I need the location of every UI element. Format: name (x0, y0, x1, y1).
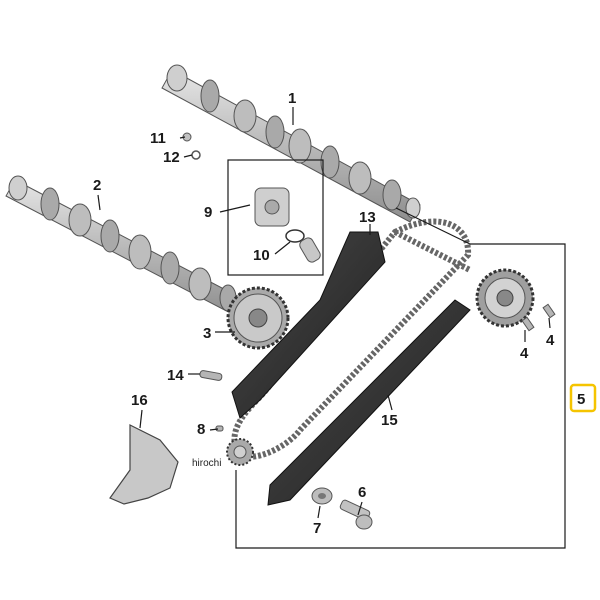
watermark-text: hirochi (192, 458, 221, 469)
camshaft-exhaust (5, 175, 246, 317)
callout-4-right: 4 (546, 332, 555, 349)
camshaft-intake (161, 64, 421, 223)
chain-cover (109, 424, 179, 505)
callout-2: 2 (93, 177, 101, 194)
callout-15: 15 (381, 412, 398, 429)
chain-tensioner (254, 187, 290, 227)
exhaust-sprocket (226, 286, 290, 350)
callout-11: 11 (150, 130, 166, 147)
group-5-bracket-lead (395, 207, 471, 245)
tensioner-inset-box (227, 159, 324, 276)
callout-1: 1 (288, 90, 296, 107)
callout-5: 5 (577, 391, 585, 408)
rail-bolt (339, 499, 373, 530)
callout-12: 12 (163, 149, 180, 166)
dowel-pin (215, 425, 224, 432)
callout-7: 7 (313, 520, 321, 537)
callout-8: 8 (197, 421, 205, 438)
callout-9: 9 (204, 204, 212, 221)
callout-5-highlight (569, 383, 597, 413)
callout-4-left: 4 (520, 345, 529, 362)
callout-16: 16 (131, 392, 148, 409)
tensioner-piston (285, 229, 321, 263)
callout-10: 10 (253, 247, 270, 264)
callout-14: 14 (167, 367, 184, 384)
intake-sprocket (475, 268, 535, 328)
crankshaft-sprocket (226, 438, 254, 466)
timing-chain (231, 218, 472, 460)
leader-lines (97, 107, 551, 519)
rail-bushing (311, 487, 333, 505)
sprocket-bolt (521, 303, 556, 332)
group-5-bracket (235, 243, 566, 549)
callout-13: 13 (359, 209, 376, 226)
guide-rail (267, 299, 471, 506)
guide-pin (199, 370, 223, 381)
sealing-washer (191, 150, 201, 160)
callout-6: 6 (358, 484, 366, 501)
tensioner-rail (231, 231, 386, 419)
callout-3: 3 (203, 325, 211, 342)
